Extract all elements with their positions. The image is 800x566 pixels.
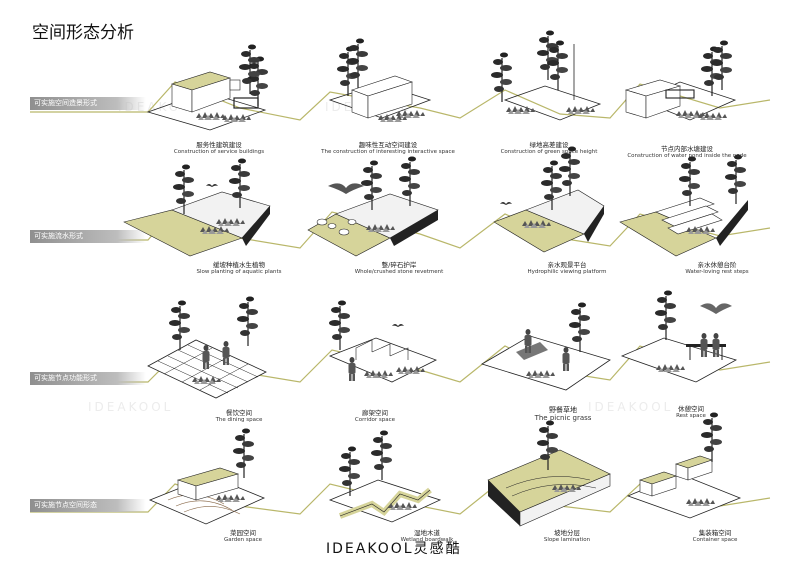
caption: 菜园空间 Garden space [168, 529, 318, 544]
illustration-container-space [626, 411, 742, 519]
caption: 绿地高差建设 Construction of green space heigh… [474, 141, 624, 156]
caption-en: Corridor space [354, 417, 396, 424]
illustration-aquatic-plants [123, 157, 271, 257]
row-label-landscape-forms: 可实施空间造景形式 [30, 97, 146, 110]
caption-en: Container space [692, 537, 738, 544]
caption-cn: 廊架空间 [362, 409, 388, 417]
caption: 亲水休憩台阶 Water-loving rest steps [642, 261, 792, 276]
illustration-water-pond [624, 39, 737, 121]
caption: 休憩空间 Rest space [616, 405, 766, 420]
caption-cn: 休憩空间 [678, 405, 704, 413]
row-label-water-forms: 可实施流水形式 [30, 230, 146, 243]
illustration-service-buildings [146, 43, 269, 131]
caption: 趣味性互动空间建设 The construction of interestin… [313, 141, 463, 156]
illustration-viewing-platform [493, 145, 605, 253]
illustration-stone-revetment [307, 155, 439, 257]
illustration-slope-lamination [487, 419, 611, 527]
caption-cn: 亲水休憩台阶 [697, 261, 737, 269]
caption: 坡地分层 Slope lamination [492, 529, 642, 544]
row-label-function-forms: 可实施节点功能形式 [30, 372, 146, 385]
illustration-green-height [490, 29, 602, 121]
caption: 缓坡种植水生植物 Slow planting of aquatic plants [164, 261, 314, 276]
caption-en: Water-loving rest steps [685, 269, 749, 276]
caption-en: Garden space [223, 537, 263, 544]
caption-cn: 亲水观景平台 [547, 261, 587, 269]
caption-cn: 整/碎石护岸 [381, 261, 417, 269]
caption-en: Construction of water pond inside the no… [627, 153, 747, 160]
brand-logo: IDEAKOOL灵感酷 [326, 541, 462, 557]
caption-cn: 趣味性互动空间建设 [358, 141, 418, 149]
caption-cn: 绿地高差建设 [529, 141, 569, 149]
caption-en: Slow planting of aquatic plants [196, 269, 282, 276]
page-title: 空间形态分析 [32, 23, 134, 43]
illustration-garden-space [148, 427, 266, 525]
caption: 湿地木道 Wetland boardwalk [352, 529, 502, 544]
caption-en: The construction of interesting interact… [321, 149, 455, 156]
caption: 亲水观景平台 Hydrophilic viewing platform [492, 261, 642, 276]
illustration-dining-space [147, 295, 267, 399]
illustration-interactive-space [328, 37, 432, 122]
illustration-rest-steps [619, 153, 748, 257]
caption-en: The dining space [215, 417, 263, 424]
caption-cn: 湿地木道 [414, 529, 440, 537]
illustration-corridor-space [328, 299, 438, 383]
illustration-wetland-boardwalk [328, 429, 442, 523]
caption-cn: 坡地分层 [554, 529, 580, 537]
row-label-space-forms: 可实施节点空间形态 [30, 499, 146, 512]
caption-en: Whole/crushed stone revetment [354, 269, 444, 276]
watermark: IDEAKOOL [88, 400, 174, 414]
caption-en: Construction of service buildings [173, 149, 265, 156]
illustration-picnic-grass [481, 301, 611, 391]
caption-en: Rest space [676, 413, 706, 420]
caption: 野餐草地 The picnic grass [488, 406, 638, 422]
caption: 餐饮空间 The dining space [164, 409, 314, 424]
caption-cn: 服务性建筑建设 [196, 141, 242, 149]
illustration-rest-space [620, 289, 738, 383]
caption-cn: 野餐草地 [549, 406, 577, 414]
caption-cn: 菜园空间 [230, 529, 256, 537]
watermark: IDEAKOOL [588, 400, 674, 414]
caption-en: Wetland boardwalk [400, 537, 454, 544]
caption-cn: 缓坡种植水生植物 [213, 261, 265, 269]
caption: 集装箱空间 Container space [640, 529, 790, 544]
caption-cn: 餐饮空间 [226, 409, 252, 417]
caption: 廊架空间 Corridor space [300, 409, 450, 424]
caption: 整/碎石护岸 Whole/crushed stone revetment [324, 261, 474, 276]
caption-en: Hydrophilic viewing platform [527, 269, 607, 276]
caption: 服务性建筑建设 Construction of service building… [144, 141, 294, 156]
caption-cn: 集装箱空间 [698, 529, 732, 537]
caption: 节点内部水塘建设 Construction of water pond insi… [612, 145, 762, 160]
caption-en: Slope lamination [543, 537, 591, 544]
caption-en: The picnic grass [534, 414, 592, 423]
caption-cn: 节点内部水塘建设 [661, 145, 713, 153]
caption-en: Construction of green space height [500, 149, 598, 156]
